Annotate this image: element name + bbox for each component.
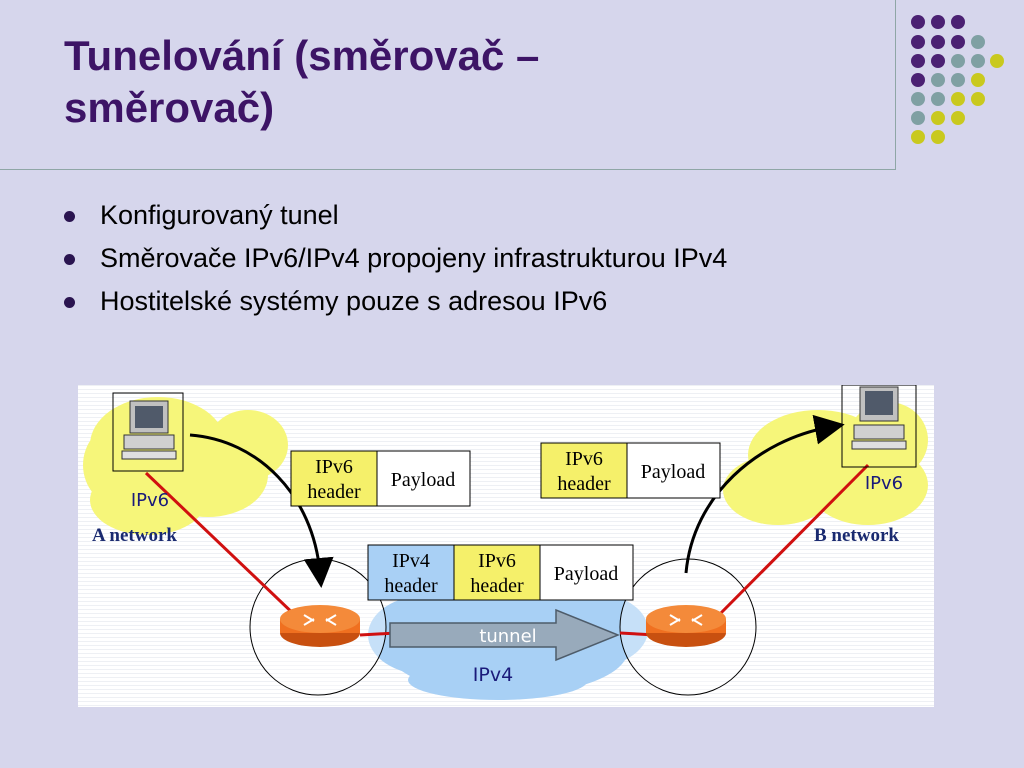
packet-b-payload-label: Payload — [641, 461, 705, 483]
packet-tunnel-payload-label: Payload — [554, 563, 618, 585]
packet-a-header-line2: header — [307, 481, 361, 503]
packet-tunnel-outer-line1: IPv4 — [392, 550, 430, 572]
packet-a-payload — [376, 450, 471, 507]
packet-b-header-line2: header — [557, 473, 611, 495]
slide-title: Tunelování (směrovač – směrovač) — [64, 30, 864, 134]
flow-arrow-a-to-router — [189, 433, 334, 588]
router-b-icon — [646, 605, 726, 647]
ipv6-cloud-b — [723, 402, 928, 525]
bullet-list: Konfigurovaný tunel Směrovače IPv6/IPv4 … — [60, 194, 960, 323]
packet-a-payload-label: Payload — [391, 469, 455, 491]
packet-b-ipv6-header — [540, 442, 628, 499]
ipv4-cloud-label: IPv4 — [473, 664, 513, 686]
network-a-label: A network — [92, 525, 177, 546]
packet-b-header-line1: IPv6 — [565, 448, 603, 470]
packet-tunnel: IPv4 header IPv6 header Payload — [367, 544, 634, 601]
packet-tunnel-inner-line1: IPv6 — [478, 550, 516, 572]
host-b-label: IPv6 — [865, 473, 903, 494]
bullet-item: Hostitelské systémy pouze s adresou IPv6 — [60, 280, 960, 323]
link-router-b-host-b — [712, 463, 870, 622]
packet-tunnel-ipv6-header — [453, 544, 541, 601]
packet-a-header-line1: IPv6 — [315, 456, 353, 478]
network-b-label: B network — [814, 525, 899, 546]
packet-b: IPv6 header Payload — [540, 442, 721, 499]
packet-tunnel-inner-line2: header — [470, 575, 524, 597]
tunnel-label: tunnel — [479, 626, 536, 647]
bullet-item: Konfigurovaný tunel — [60, 194, 960, 237]
packet-tunnel-outer-line2: header — [384, 575, 438, 597]
packet-a: IPv6 header Payload — [290, 450, 471, 507]
host-a-label: IPv6 — [131, 490, 169, 511]
host-b — [841, 385, 917, 468]
tunnel-arrow — [389, 608, 621, 662]
host-a — [112, 392, 184, 472]
link-host-a-router-a — [144, 471, 302, 622]
title-line-2: směrovač) — [64, 84, 275, 131]
bullet-item: Směrovače IPv6/IPv4 propojeny infrastruk… — [60, 237, 960, 280]
packet-tunnel-payload — [539, 544, 634, 601]
header-divider-horizontal — [0, 169, 896, 170]
router-a-icon — [280, 605, 360, 647]
title-line-1: Tunelování (směrovač – — [64, 32, 540, 79]
packet-a-ipv6-header — [290, 450, 378, 507]
header-divider-vertical — [895, 0, 896, 170]
flow-arrow-router-to-b — [684, 414, 845, 574]
packet-b-payload — [626, 442, 721, 499]
tunnel-diagram: tunnel IPv4 IPv6 A network — [78, 385, 934, 707]
packet-tunnel-ipv4-header — [367, 544, 455, 601]
